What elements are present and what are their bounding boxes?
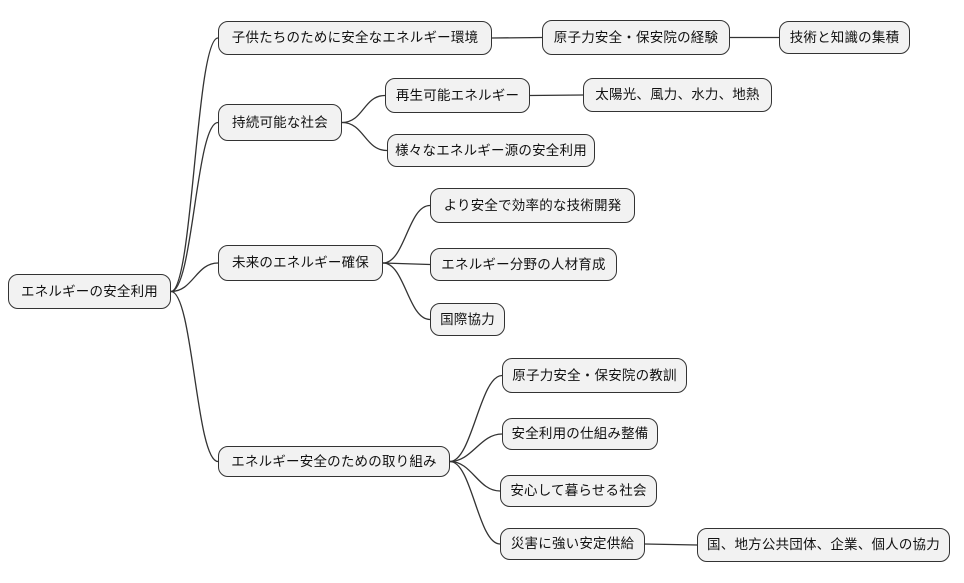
- mindmap-node-renewable-energy: 再生可能エネルギー: [385, 78, 530, 113]
- edge-root-energy-safety-efforts: [170, 290, 219, 463]
- edge-energy-safety-efforts-safety-framework: [449, 433, 503, 463]
- edge-renewable-energy-solar-wind-hydro-geo: [529, 94, 584, 97]
- mindmap-node-label: 国、地方公共団体、企業、個人の協力: [707, 537, 940, 553]
- mindmap-node-secure-society: 安心して暮らせる社会: [500, 475, 657, 507]
- mindmap-node-safer-tech: より安全で効率的な技術開発: [430, 188, 635, 223]
- mindmap-node-energy-safety-efforts: エネルギー安全のための取り組み: [218, 446, 450, 477]
- mindmap-node-nisa-experience: 原子力安全・保安院の経験: [542, 20, 730, 55]
- mindmap-node-label: 太陽光、風力、水力、地熱: [595, 87, 760, 103]
- mindmap-node-solar-wind-hydro-geo: 太陽光、風力、水力、地熱: [583, 78, 772, 112]
- edge-root-safe-env: [170, 37, 219, 293]
- edge-energy-safety-efforts-disaster-resilient: [449, 460, 501, 545]
- edge-future-energy-hr-development: [382, 262, 431, 266]
- edge-safe-env-nisa-experience: [491, 36, 543, 39]
- mindmap-node-label: エネルギー分野の人材育成: [441, 256, 606, 272]
- edge-disaster-resilient-cooperation-all: [644, 543, 698, 546]
- mindmap-node-label: 原子力安全・保安院の経験: [553, 29, 719, 45]
- mindmap-node-label: 安心して暮らせる社会: [510, 483, 647, 499]
- edge-sustainable-society-renewable-energy: [341, 94, 386, 124]
- mindmap-node-label: エネルギー安全のための取り組み: [231, 453, 437, 469]
- mindmap-node-safety-framework: 安全利用の仕組み整備: [502, 418, 658, 450]
- mindmap-node-label: より安全で効率的な技術開発: [443, 197, 622, 213]
- mindmap-node-sustainable-society: 持続可能な社会: [218, 104, 342, 141]
- mindmap-node-root: エネルギーの安全利用: [8, 274, 171, 309]
- mindmap-node-label: 子供たちのために安全なエネルギー環境: [231, 30, 479, 46]
- mindmap-node-disaster-resilient: 災害に強い安定供給: [500, 528, 645, 560]
- mindmap-node-label: 災害に強い安定供給: [510, 536, 635, 552]
- mindmap-node-nisa-lessons: 原子力安全・保安院の教訓: [502, 358, 687, 393]
- mindmap-node-tech-knowledge: 技術と知識の集積: [779, 21, 910, 54]
- mindmap-node-future-energy: 未来のエネルギー確保: [218, 245, 383, 281]
- mindmap-node-label: 様々なエネルギー源の安全利用: [395, 142, 587, 158]
- mindmap-node-safe-env: 子供たちのために安全なエネルギー環境: [218, 21, 492, 55]
- edge-energy-safety-efforts-secure-society: [449, 460, 501, 492]
- edge-future-energy-intl-cooperation: [382, 262, 431, 321]
- mindmap-node-cooperation-all: 国、地方公共団体、企業、個人の協力: [697, 528, 950, 562]
- mindmap-node-label: 持続可能な社会: [232, 114, 328, 130]
- edge-sustainable-society-various-sources: [341, 121, 388, 152]
- mindmap-node-intl-cooperation: 国際協力: [430, 303, 505, 336]
- edge-energy-safety-efforts-nisa-lessons: [449, 374, 503, 463]
- edge-root-future-energy: [170, 262, 219, 293]
- mindmap-node-label: 未来のエネルギー確保: [232, 255, 369, 271]
- mindmap-node-label: 再生可能エネルギー: [395, 87, 520, 103]
- edge-root-sustainable-society: [170, 121, 219, 293]
- mindmap-node-label: 技術と知識の集積: [789, 29, 900, 45]
- mindmap-node-hr-development: エネルギー分野の人材育成: [430, 248, 617, 281]
- mindmap-node-label: 安全利用の仕組み整備: [511, 426, 649, 442]
- mindmap-node-various-sources: 様々なエネルギー源の安全利用: [387, 134, 595, 167]
- mindmap-node-label: 原子力安全・保安院の教訓: [512, 367, 677, 383]
- mindmap-node-label: エネルギーの安全利用: [21, 283, 158, 299]
- edge-future-energy-safer-tech: [382, 204, 431, 264]
- mindmap-node-label: 国際協力: [440, 311, 495, 327]
